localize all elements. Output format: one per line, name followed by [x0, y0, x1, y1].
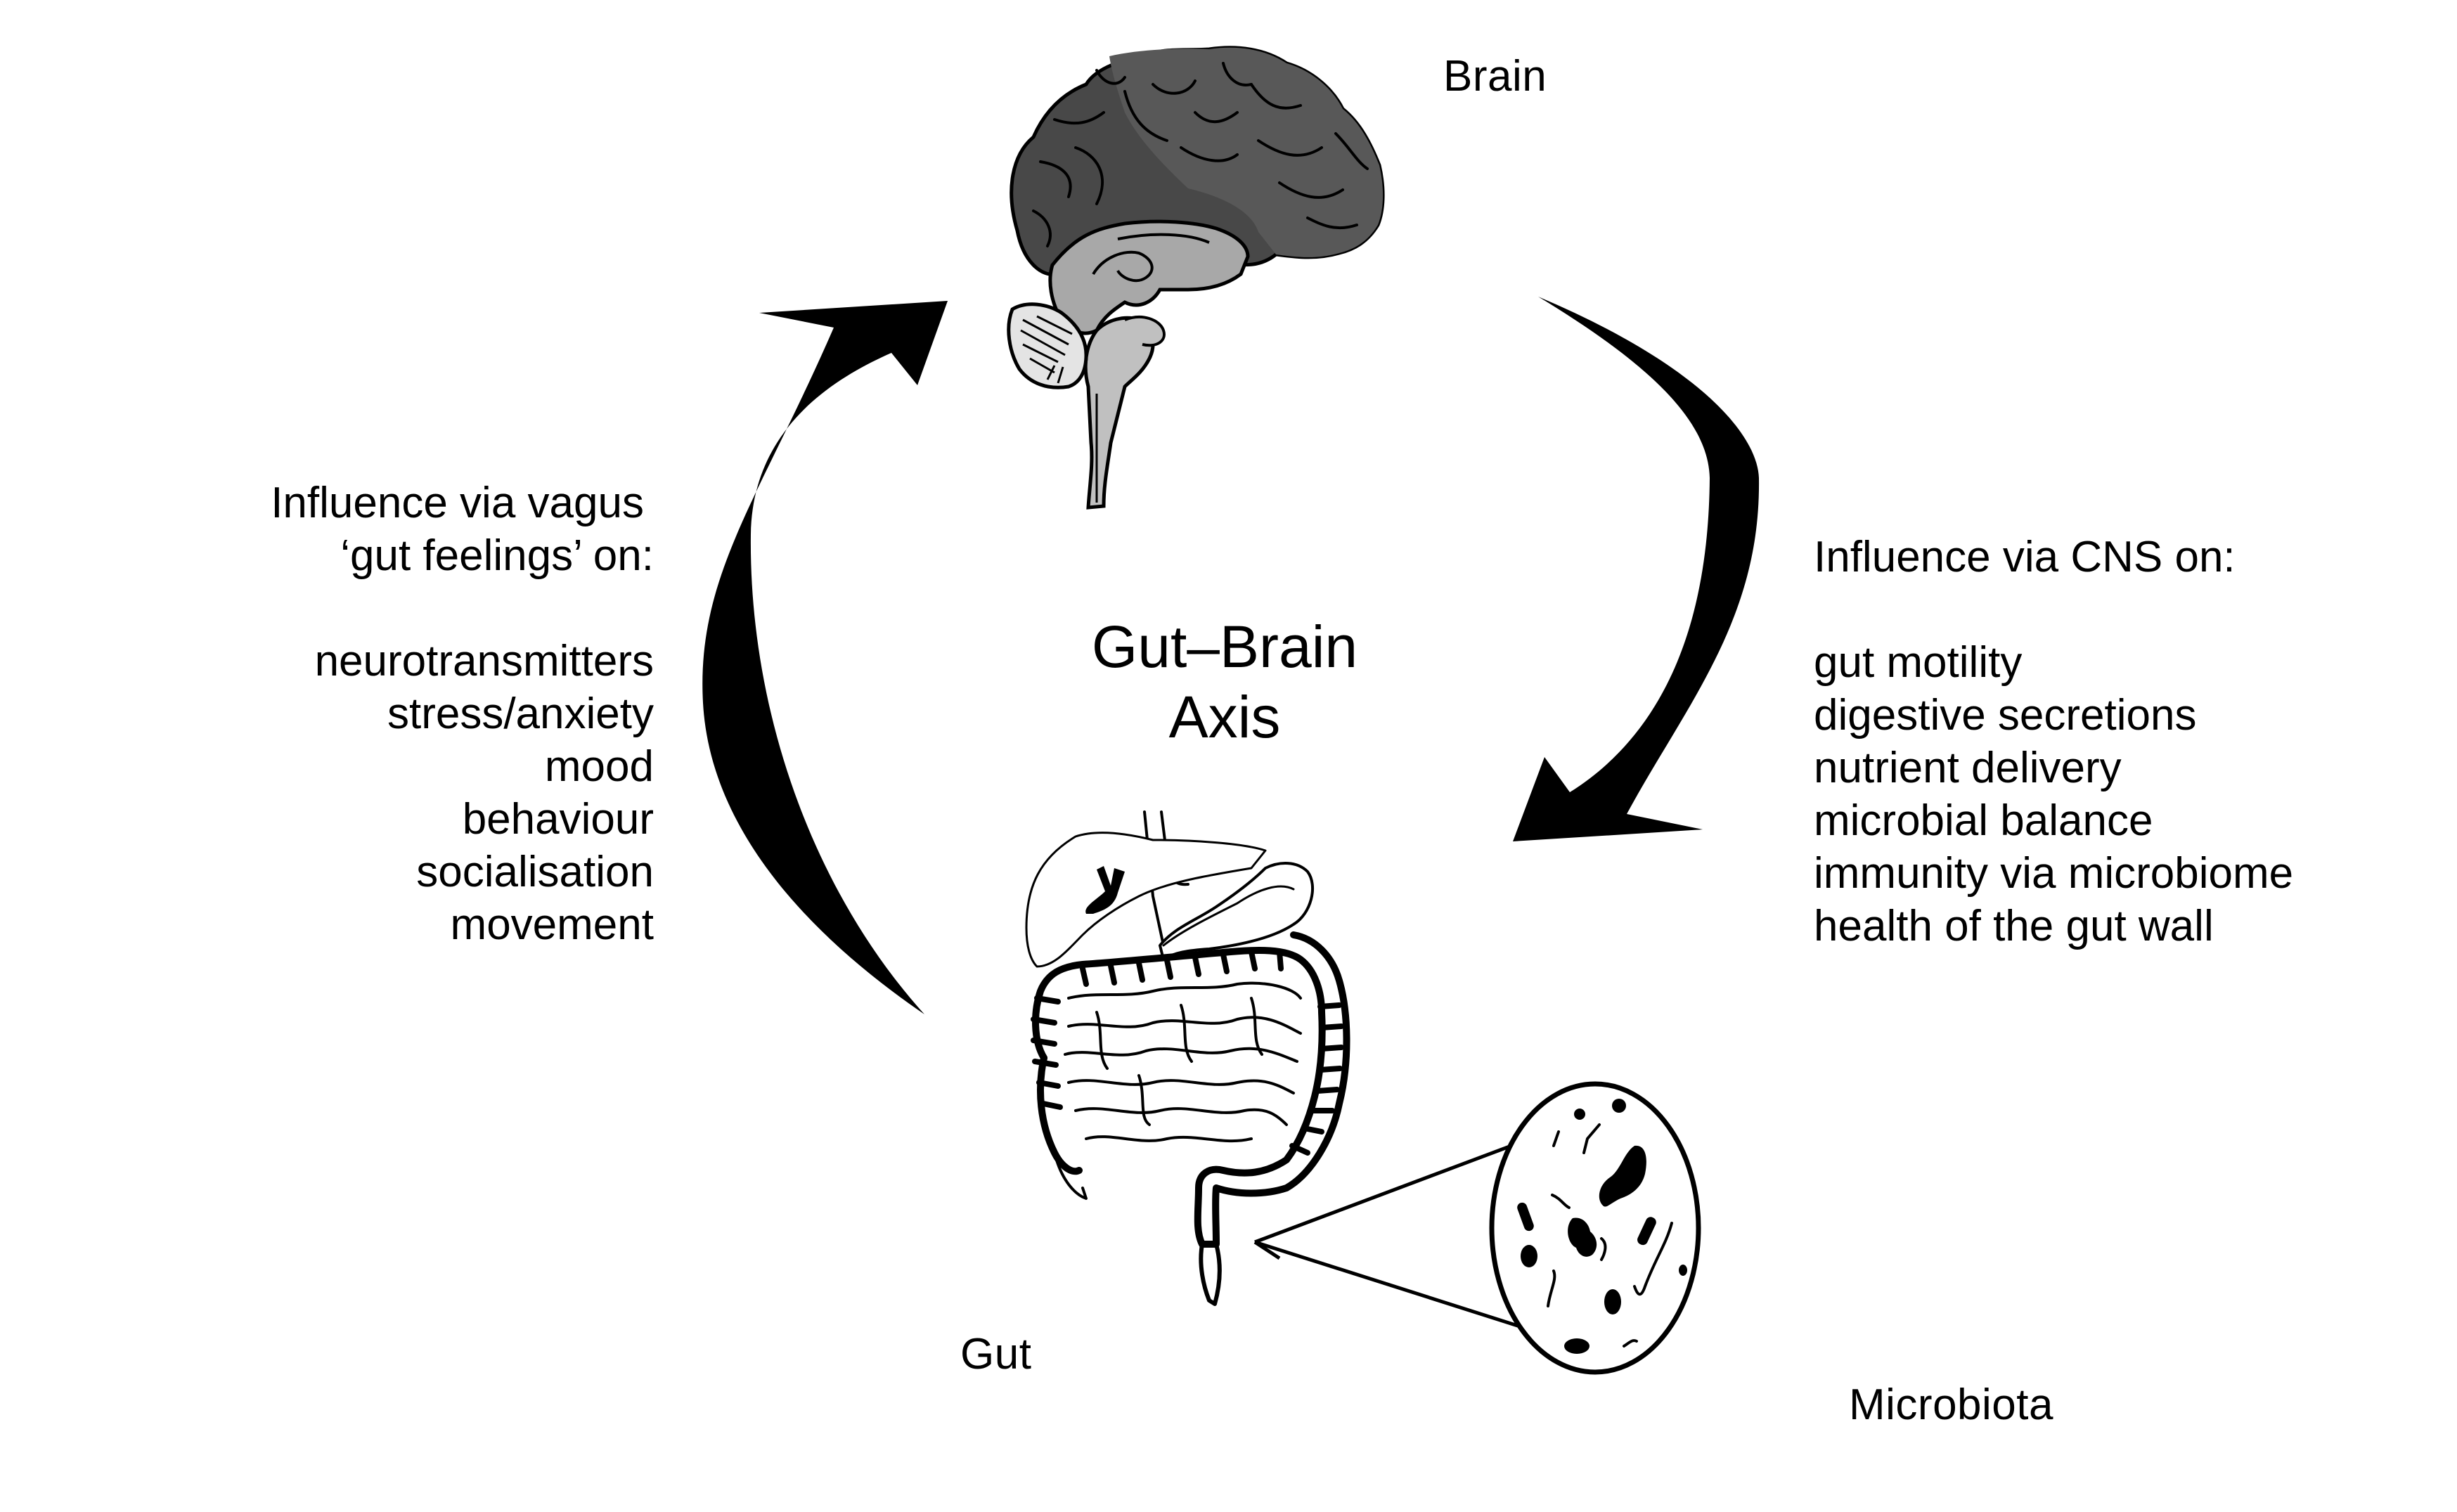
brain-illustration — [1007, 46, 1385, 510]
callout-line-top — [1254, 1130, 1549, 1244]
magnifier-circle — [1489, 1081, 1701, 1375]
left-panel-item: mood — [544, 742, 654, 791]
left-panel-heading-2: ‘gut feelings’ on: — [340, 531, 654, 580]
right-panel-item: health of the gut wall — [1814, 902, 2214, 950]
right-panel-item: digestive secretions — [1814, 691, 2197, 739]
right-panel-item: nutrient delivery — [1814, 744, 2122, 792]
gut-illustration — [1025, 810, 1350, 1306]
large-intestine — [1032, 931, 1350, 1248]
left-panel-item: socialisation — [416, 848, 654, 896]
right-panel: Influence via CNS on: gut motility diges… — [1814, 531, 2293, 952]
brain-inner-structures — [1048, 219, 1250, 335]
frontal-lobe — [1109, 47, 1384, 257]
left-panel: Influence via vagus ‘gut feelings’ on: n… — [271, 477, 654, 951]
brain-label: Brain — [1443, 52, 1547, 101]
left-panel-item: behaviour — [462, 795, 654, 844]
arrow-brain-to-gut — [1513, 297, 1760, 841]
arrow-gut-to-brain — [702, 301, 948, 1014]
left-panel-heading-1: Influence via vagus — [271, 479, 644, 527]
gut-label: Gut — [960, 1330, 1032, 1378]
title-line-2: Axis — [1168, 684, 1281, 750]
diagram-title: Gut–Brain Axis — [1014, 612, 1436, 752]
left-panel-item: movement — [450, 900, 654, 949]
left-panel-item: stress/anxiety — [387, 690, 654, 738]
microbiota-illustration — [1489, 1081, 1701, 1375]
right-panel-heading: Influence via CNS on: — [1814, 533, 2236, 581]
right-panel-item: gut motility — [1814, 638, 2023, 687]
microbiota-label: Microbiota — [1849, 1381, 2053, 1429]
callout-line-bottom — [1254, 1240, 1549, 1338]
right-panel-item: immunity via microbiome — [1814, 849, 2294, 898]
liver — [1025, 832, 1267, 968]
left-panel-item: neurotransmitters — [314, 637, 654, 685]
title-line-1: Gut–Brain — [1091, 614, 1358, 680]
right-panel-item: microbial balance — [1814, 796, 2153, 845]
